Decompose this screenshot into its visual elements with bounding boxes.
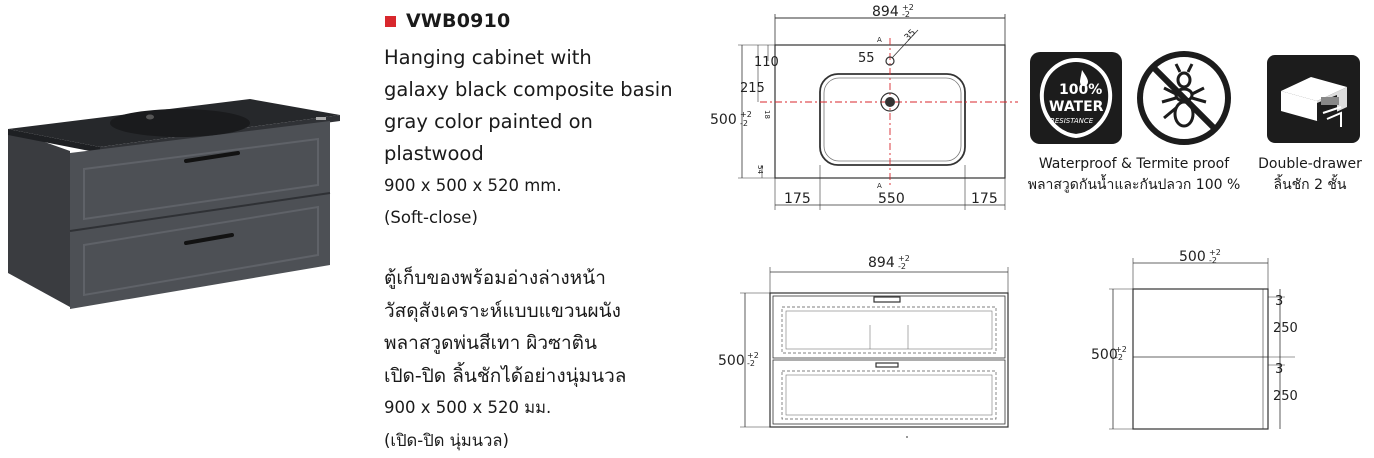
- front-height-tol-neg: -2: [747, 359, 755, 368]
- front-width-label: 894: [868, 255, 895, 271]
- dim-center-550: 550: [878, 191, 905, 207]
- side-drawer-1: 250: [1273, 321, 1298, 336]
- product-code: VWB0910: [406, 10, 511, 32]
- front-height-tol: +2: [747, 351, 759, 360]
- desc-en-line-1: Hanging cabinet with: [384, 46, 592, 69]
- drawer-caption-en: Double-drawer: [1258, 156, 1362, 172]
- top-width-tol: +2: [902, 3, 914, 12]
- top-width-tol-neg: -2: [902, 10, 910, 19]
- size-th: 900 x 500 x 520 มม.: [384, 398, 552, 417]
- dim-54: 54: [756, 165, 764, 174]
- top-view-drawing: 894 +2 -2 35 55 A A 500 +2 -2 110 215 18…: [710, 3, 1018, 210]
- softclose-en: (Soft-close): [384, 208, 478, 227]
- side-height-label: 500: [1091, 347, 1118, 363]
- top-depth-tol-neg: -2: [740, 119, 748, 128]
- dim-right-175: 175: [971, 191, 998, 207]
- side-drawer-2: 250: [1273, 389, 1298, 404]
- double-drawer-icon: [1267, 55, 1360, 143]
- side-gap-2: 3: [1275, 362, 1283, 377]
- front-view-drawing: 894 +2 -2 500 +2 -2: [718, 254, 1009, 438]
- side-depth-tol-neg: -2: [1209, 256, 1217, 265]
- dim-55: 55: [858, 51, 875, 66]
- tap-hole-dia: 35: [903, 28, 918, 43]
- description-en: Hanging cabinet with galaxy black compos…: [384, 42, 673, 234]
- cabinet-product-image: [8, 99, 340, 309]
- side-view-drawing: 500 +2 -2 500 +2 -2 3 250 3 250: [1091, 248, 1298, 430]
- side-height-tol: +2: [1115, 345, 1127, 354]
- softclose-th: (เปิด-ปิด นุ่มนวล): [384, 430, 509, 450]
- waterproof-icon-word: WATER: [1049, 99, 1104, 115]
- waterproof-caption-en: Waterproof & Termite proof: [1038, 156, 1230, 172]
- drawer-caption: Double-drawer ลิ้นชัก 2 ชั้น: [1250, 154, 1370, 196]
- dim-215: 215: [740, 81, 765, 96]
- drawer-caption-th: ลิ้นชัก 2 ชั้น: [1273, 177, 1347, 193]
- front-width-tol-neg: -2: [898, 262, 906, 271]
- waterproof-caption-th: พลาสวูดกันน้ำและกันปลวก 100 %: [1027, 177, 1241, 193]
- desc-th-line-1: ตู้เก็บของพร้อมอ่างล่างหน้า: [384, 267, 606, 289]
- waterproof-caption: Waterproof & Termite proof พลาสวูดกันน้ำ…: [1024, 154, 1244, 196]
- side-height-tol-neg: -2: [1115, 353, 1123, 362]
- top-depth-label: 500: [710, 112, 737, 128]
- dim-left-175: 175: [784, 191, 811, 207]
- description-th: ตู้เก็บของพร้อมอ่างล่างหน้า วัสดุสังเครา…: [384, 262, 626, 457]
- desc-th-line-4: เปิด-ปิด ลิ้นชักได้อย่างนุ่มนวล: [384, 364, 627, 387]
- red-bullet-icon: [385, 15, 396, 27]
- desc-en-line-3: gray color painted on: [384, 110, 593, 133]
- dim-18: 18: [763, 110, 771, 119]
- desc-th-line-3: พลาสวูดพ่นสีเทา ผิวซาติน: [384, 332, 597, 354]
- top-depth-tol: +2: [740, 110, 752, 119]
- waterproof-icon: 100% WATER RESISTANCE: [1030, 52, 1122, 144]
- side-depth-label: 500: [1179, 249, 1206, 265]
- waterproof-icon-pct: 100%: [1059, 82, 1102, 98]
- waterproof-icon-sub: RESISTANCE: [1050, 117, 1094, 125]
- termite-proof-icon: [1137, 51, 1231, 145]
- side-gap-1: 3: [1275, 294, 1283, 309]
- front-width-tol: +2: [898, 254, 910, 263]
- size-en: 900 x 500 x 520 mm.: [384, 176, 562, 195]
- desc-en-line-4: plastwood: [384, 142, 484, 165]
- product-title-row: VWB0910: [385, 10, 510, 32]
- side-depth-tol: +2: [1209, 248, 1221, 257]
- dim-110: 110: [754, 55, 779, 70]
- section-a-bottom: A: [877, 182, 882, 190]
- desc-th-line-2: วัสดุสังเคราะห์แบบแขวนผนัง: [384, 299, 621, 322]
- desc-en-line-2: galaxy black composite basin: [384, 78, 673, 101]
- front-height-label: 500: [718, 353, 745, 369]
- section-a-top: A: [877, 36, 882, 44]
- top-width-label: 894: [872, 4, 899, 20]
